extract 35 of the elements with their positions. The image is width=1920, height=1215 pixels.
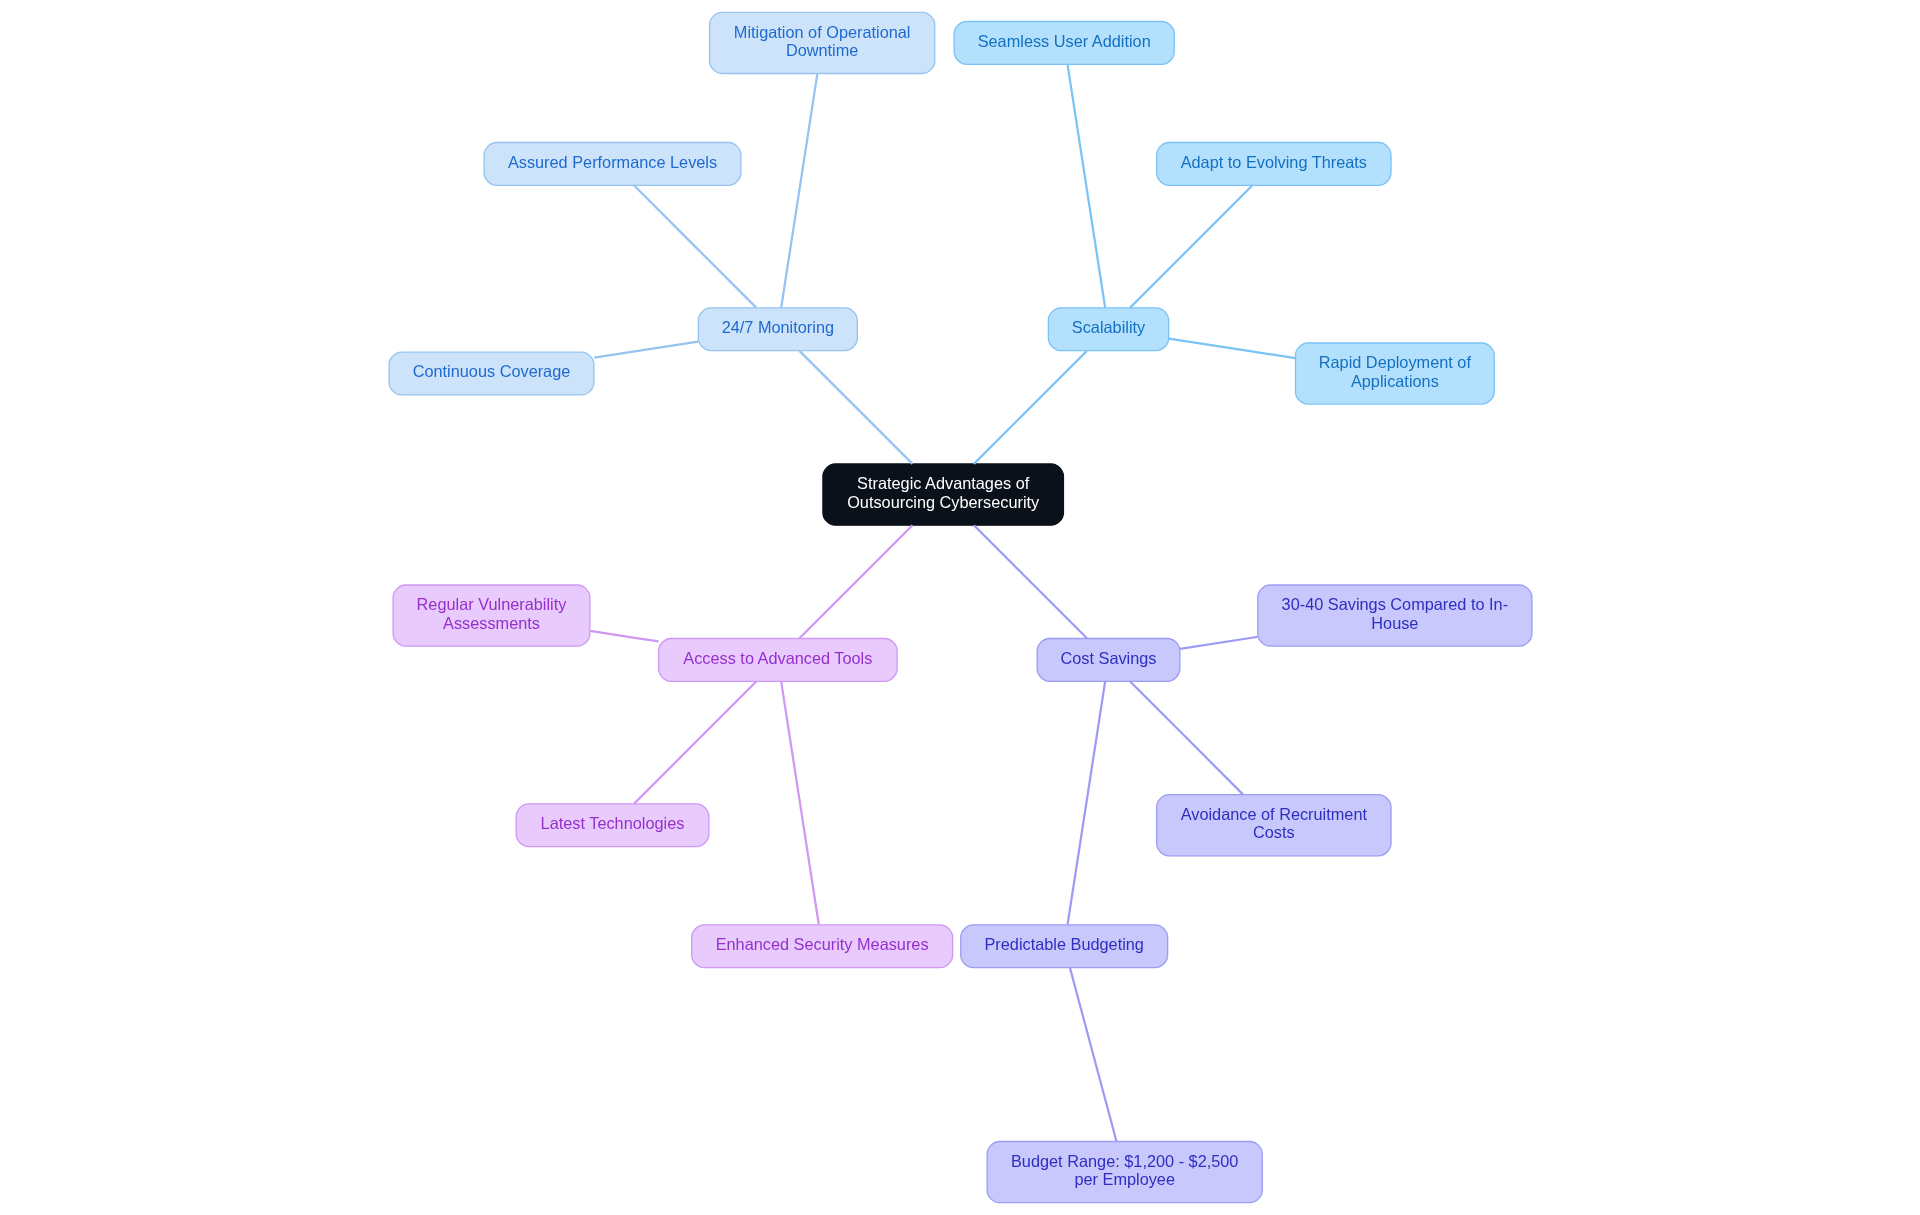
connector <box>1168 337 1296 360</box>
node-box: Adapt to Evolving Threats <box>1155 141 1392 186</box>
node-box: Mitigation of Operational Downtime <box>708 11 935 75</box>
node-box: Access to Advanced Tools <box>657 637 898 682</box>
node-box: Avoidance of Recruitment Costs <box>1155 794 1392 857</box>
node-box: Budget Range: $1,200 - $2,500 per Employee <box>986 1140 1263 1204</box>
node-box: Enhanced Security Measures <box>690 924 953 969</box>
node-box: Scalability <box>1047 307 1169 352</box>
connector <box>972 350 1088 465</box>
connector <box>779 73 818 308</box>
connector <box>972 524 1088 640</box>
connector <box>1179 635 1258 650</box>
connector <box>1128 184 1253 309</box>
connector <box>1065 64 1106 308</box>
node-box: Strategic Advantages of Outsourcing Cybersecurity <box>821 463 1064 526</box>
connector <box>593 340 698 359</box>
connector <box>798 350 913 465</box>
connector <box>589 629 659 643</box>
node-box: Seamless User Addition <box>953 20 1175 65</box>
node-box: Latest Technologies <box>515 803 709 848</box>
node-box: Cost Savings <box>1036 637 1180 682</box>
node-box: 24/7 Monitoring <box>697 307 858 352</box>
node-box: Predictable Budgeting <box>959 924 1168 969</box>
node-box: Rapid Deployment of Applications <box>1294 342 1495 405</box>
node-box: Regular Vulnerability Assessments <box>392 584 590 647</box>
connector <box>779 681 820 925</box>
connector <box>1068 967 1118 1142</box>
node-box: Assured Performance Levels <box>482 141 742 186</box>
connector <box>1065 681 1106 925</box>
node-box: 30-40 Savings Compared to In-House <box>1256 584 1533 647</box>
connector <box>798 524 913 640</box>
connector <box>632 184 757 309</box>
connector <box>1128 680 1244 796</box>
connector <box>632 680 757 805</box>
node-box: Continuous Coverage <box>387 351 595 396</box>
